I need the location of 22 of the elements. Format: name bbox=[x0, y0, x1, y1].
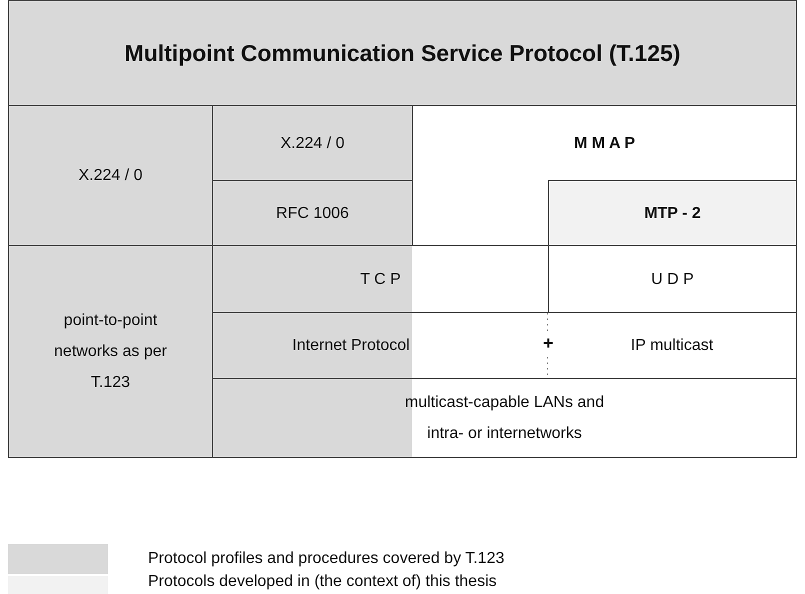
layer-label: RFC 1006 bbox=[276, 204, 349, 224]
layer-label: U D P bbox=[651, 270, 694, 290]
protocol-layer-cell bbox=[548, 180, 797, 246]
layer-label: T C P bbox=[360, 270, 401, 290]
protocol-layer-cell bbox=[8, 245, 213, 458]
protocol-layer-cell bbox=[8, 0, 797, 106]
protocol-layer-cell bbox=[212, 378, 797, 458]
layer-label: X.224 / 0 bbox=[280, 134, 345, 154]
layer-label: multicast-capable LANs and intra- or internetworks bbox=[404, 393, 606, 444]
legend-label: Protocols developed in (the context of) this thesis bbox=[148, 573, 497, 591]
layer-label: IP multicast bbox=[630, 336, 714, 356]
layer-label: X.224 / 0 bbox=[78, 166, 143, 186]
protocol-layer-cell bbox=[212, 180, 413, 246]
layer-label: MTP - 2 bbox=[644, 204, 701, 224]
legend-label: Protocol profiles and procedures covered by T.123 bbox=[148, 550, 504, 568]
layer-label: Internet Protocol bbox=[292, 336, 410, 356]
plus-sign: + bbox=[542, 333, 555, 353]
layer-label: point-to-point networks as per T.123 bbox=[53, 311, 168, 393]
protocol-layer-cell bbox=[212, 105, 413, 181]
protocol-layer-cell bbox=[8, 105, 213, 246]
layer-label: M M A P bbox=[574, 134, 636, 154]
title-text: Multipoint Communication Service Protocol (T.125) bbox=[124, 38, 680, 68]
